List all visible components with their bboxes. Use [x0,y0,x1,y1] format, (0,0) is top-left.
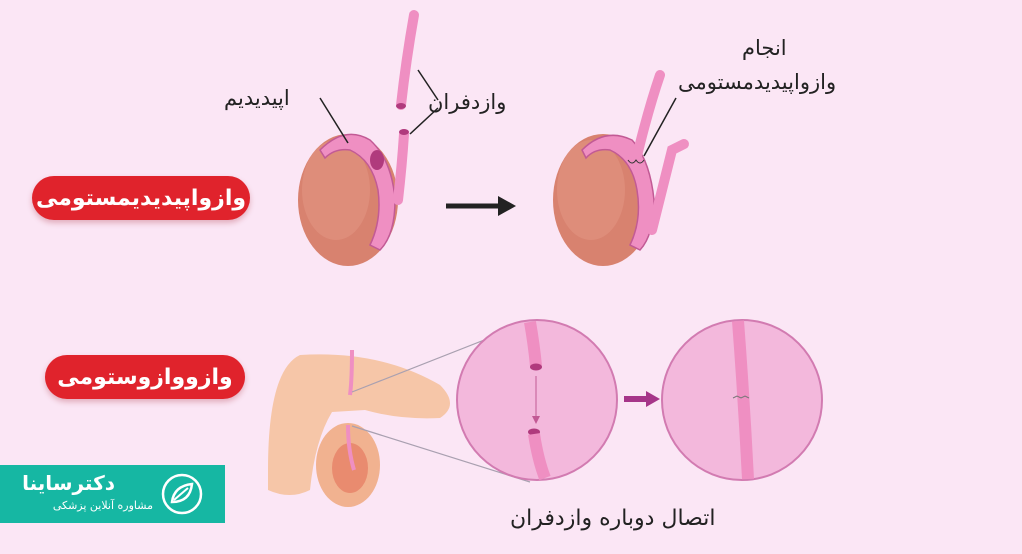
epididymis-after [581,70,689,251]
reconnect-label: اتصال دوباره وازدفران [510,506,716,531]
done-label-line1: انجام [742,36,787,60]
brand-logo[interactable]: دکترساینا مشاوره آنلاین پزشکی [0,465,225,523]
vasovasostomy-badge: وازووازوستومی [45,355,245,399]
epididymis-label: اپیدیدیم [224,86,290,110]
vas-deferens-cut [393,10,419,205]
vas-deferens-label: وازدفران [428,90,507,114]
zoom-circle-before [456,319,618,481]
logo-subtitle: مشاوره آنلاین پزشکی [52,499,153,512]
testis-after [553,134,653,266]
done-label-line2: وازواپیدیدمستومی [678,70,837,94]
anatomy-side-view [268,349,450,507]
epididymis-before [319,133,396,251]
vasoepididymostomy-badge: وازواپیدیدیمستومی [32,176,250,220]
leader-lines-top-left [319,69,439,144]
brand-leaf-icon [161,473,203,515]
arrow-right-purple-icon [624,391,660,407]
zoom-circle-after [661,319,823,481]
arrow-right-icon [446,196,516,216]
leader-line-top-right [643,97,677,157]
logo-title: دکترساینا [22,471,115,495]
